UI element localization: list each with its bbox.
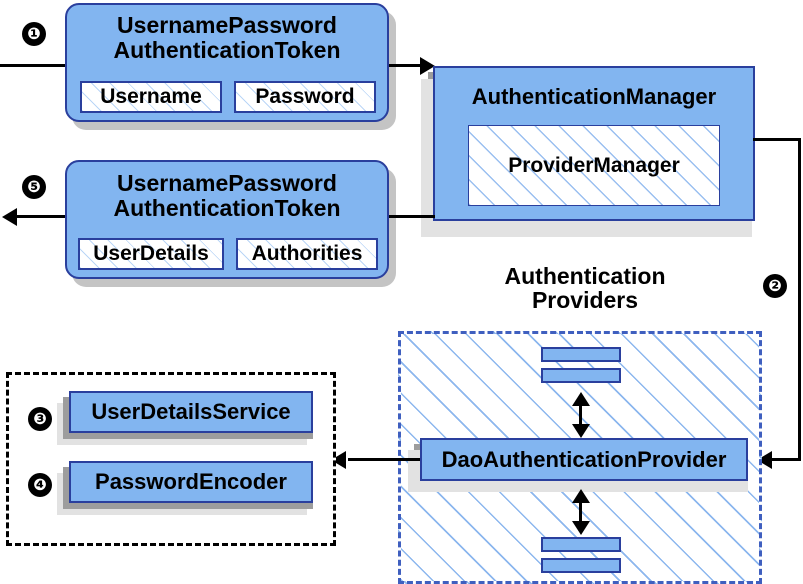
step-marker-3: ❸ — [28, 407, 52, 431]
provider-manager-panel[interactable]: ProviderManager — [468, 125, 720, 206]
response-token-title: UsernamePassword AuthenticationToken — [113, 170, 341, 221]
response-token-field-userdetails-label: UserDetails — [93, 242, 209, 265]
collapsed-provider-top-2[interactable] — [541, 368, 621, 383]
step-marker-5: ❺ — [22, 175, 46, 199]
password-encoder-box[interactable]: PasswordEncoder — [69, 461, 313, 503]
arrowhead-bottom-link-down — [572, 521, 590, 535]
provider-manager-label: ProviderManager — [508, 153, 680, 177]
connector-incoming-request — [0, 64, 66, 67]
user-details-service-label: UserDetailsService — [91, 399, 291, 425]
dao-authentication-provider-box[interactable]: DaoAuthenticationProvider — [420, 438, 748, 481]
arrowhead-top-link-down — [572, 424, 590, 438]
connector-response-out — [14, 215, 68, 218]
authentication-manager-title: AuthenticationManager — [471, 84, 717, 109]
password-encoder-label: PasswordEncoder — [95, 469, 287, 495]
request-token-field-username-label: Username — [100, 85, 202, 108]
dao-authentication-provider-label: DaoAuthenticationProvider — [441, 446, 727, 472]
connector-token-to-manager — [389, 64, 423, 67]
connector-provider-to-dependencies — [348, 458, 420, 461]
arrowhead-token-to-manager — [420, 57, 435, 75]
request-token-field-password[interactable]: Password — [234, 81, 376, 113]
response-token-field-authorities-label: Authorities — [251, 242, 363, 265]
collapsed-provider-bottom-2[interactable] — [541, 558, 621, 573]
collapsed-provider-bottom-1[interactable] — [541, 537, 621, 552]
connector-bottom-link — [579, 495, 582, 525]
collapsed-provider-top-1[interactable] — [541, 347, 621, 362]
connector-step2-top — [753, 138, 801, 141]
step-marker-2: ❷ — [763, 274, 787, 298]
request-token-field-password-label: Password — [255, 85, 355, 108]
response-token-field-userdetails[interactable]: UserDetails — [78, 238, 224, 270]
connector-top-link — [579, 398, 582, 428]
connector-step2-right — [798, 138, 801, 460]
user-details-service-box[interactable]: UserDetailsService — [69, 391, 313, 433]
step-marker-4: ❹ — [28, 473, 52, 497]
arrowhead-response-out — [2, 208, 17, 226]
request-token-title: UsernamePassword AuthenticationToken — [113, 12, 341, 63]
step-marker-1: ❶ — [22, 22, 46, 46]
connector-step2-bottom — [763, 458, 801, 461]
response-token-field-authorities[interactable]: Authorities — [236, 238, 378, 270]
providers-group-title: Authentication Providers — [504, 263, 666, 314]
connector-manager-to-response-token — [389, 215, 435, 218]
request-token-field-username[interactable]: Username — [80, 81, 222, 113]
